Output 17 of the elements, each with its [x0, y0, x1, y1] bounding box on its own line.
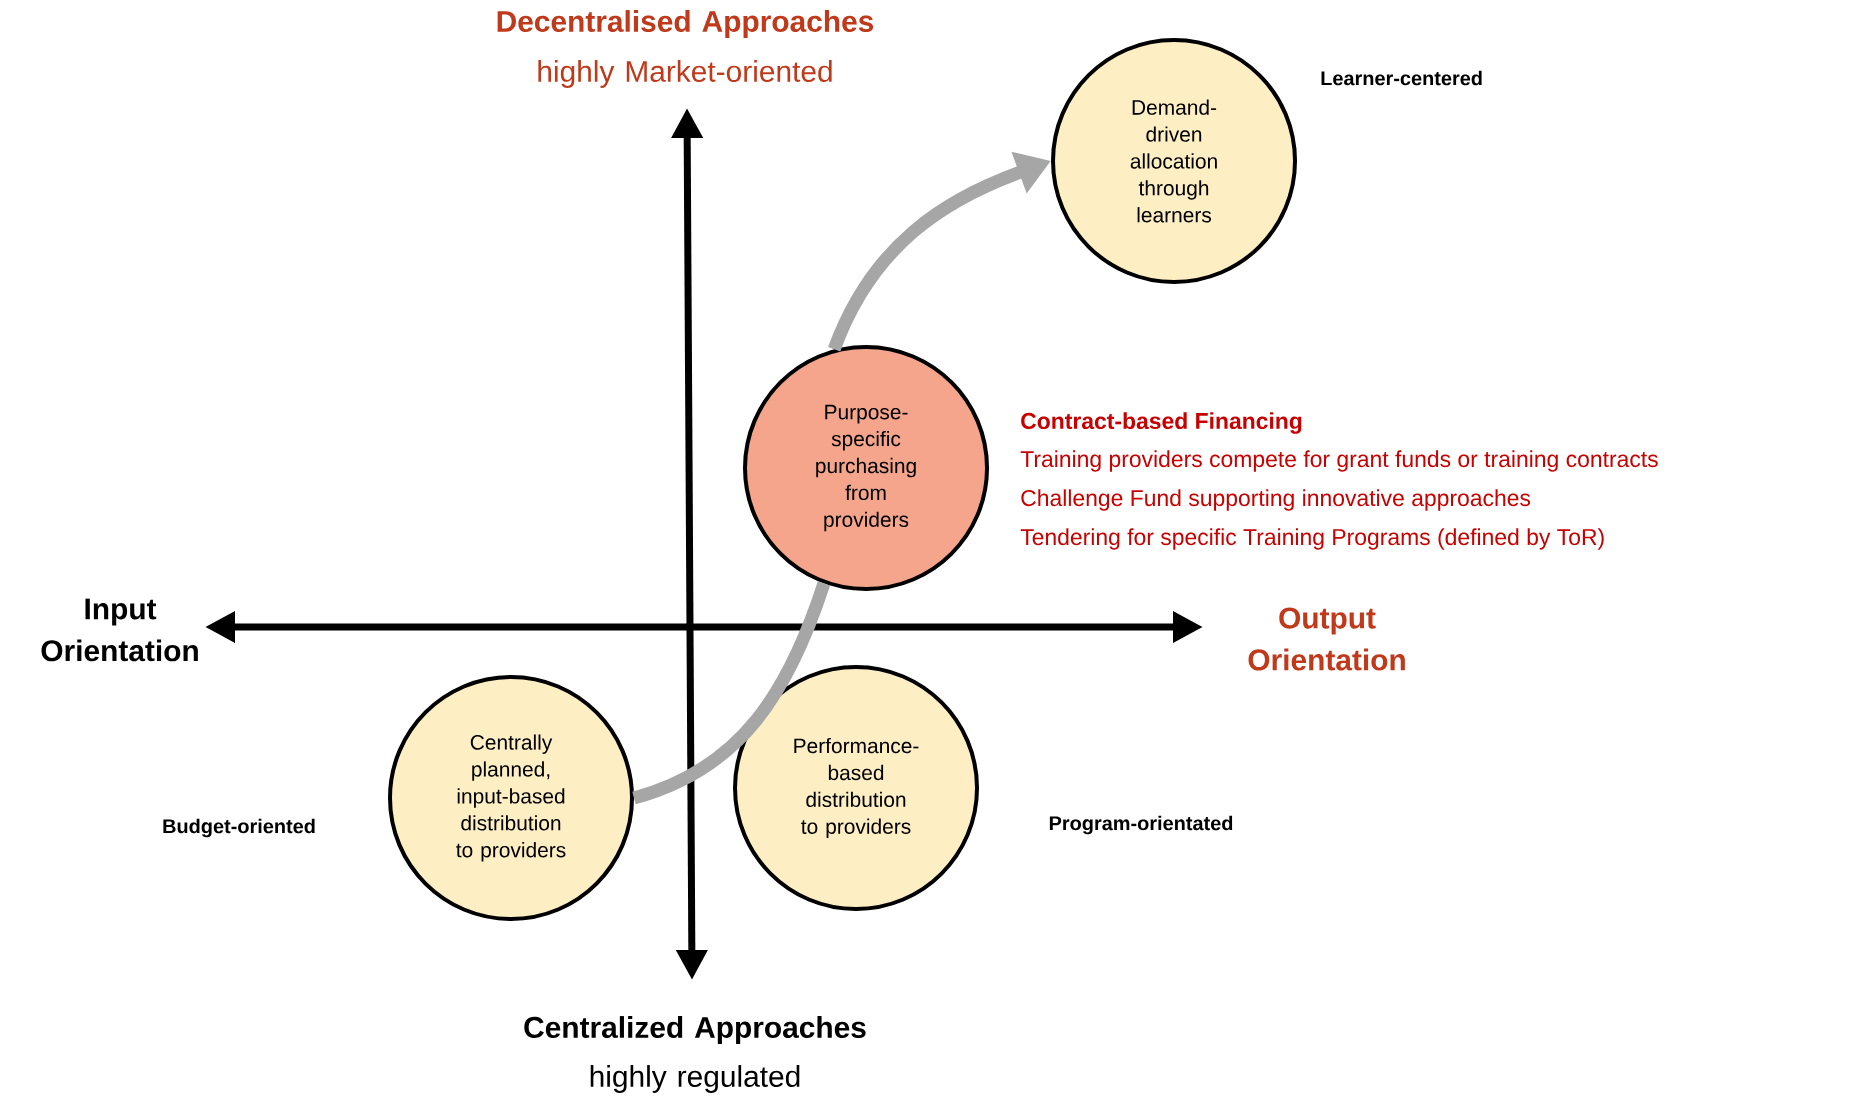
side-label: Budget-oriented	[163, 818, 315, 838]
circle-node: Purpose-specific purchasing from providers	[743, 345, 989, 591]
circle-node: Performance-based distribution to providers	[733, 665, 979, 911]
side-heading: Contract-based Financing	[1021, 412, 1302, 434]
axis-label: Input Orientation	[41, 598, 198, 662]
axis-label: highly Market-oriented	[538, 60, 832, 88]
side-label: Learner-centered	[1321, 70, 1482, 86]
circle-node: Demand-driven allocation through learners	[1051, 38, 1297, 284]
side-label: Program-orientated	[1049, 815, 1233, 835]
axis-label: highly regulated	[590, 1065, 800, 1093]
side-label: Tendering for specific Training Programs (defined by ToR)	[1020, 528, 1604, 550]
axis-label: Centralized Approaches	[524, 1016, 866, 1044]
axis-label: Decentralised Approaches	[497, 10, 874, 38]
axis-label: Output Orientation	[1248, 607, 1405, 671]
circle-node: Centrally planned, input-based distribution to providers	[388, 675, 634, 921]
side-label: Challenge Fund supporting innovative approaches	[1021, 489, 1531, 511]
side-label: Training providers compete for grant funds or training contracts	[1020, 450, 1658, 472]
